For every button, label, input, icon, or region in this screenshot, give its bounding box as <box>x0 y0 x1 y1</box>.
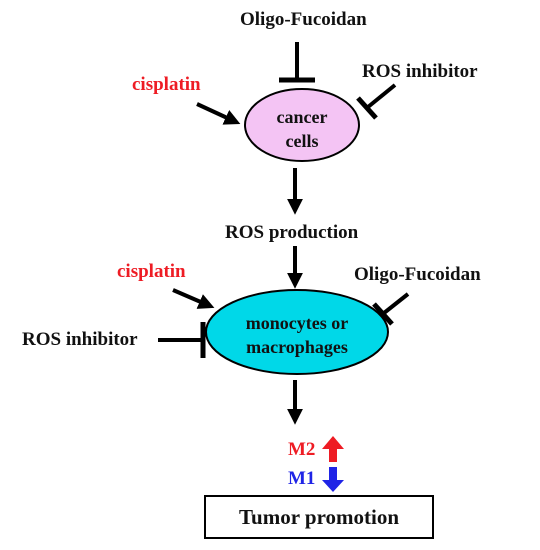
ros-inhibitor-top-inhibition <box>356 83 397 120</box>
ros-inhibitor-mid-label: ROS inhibitor <box>22 329 138 350</box>
ros-production-label: ROS production <box>225 222 359 243</box>
cisplatin-mid-label: cisplatin <box>117 261 186 282</box>
ros-inhibitor-top-label: ROS inhibitor <box>362 61 478 82</box>
cisplatin-mid-arrow <box>172 288 215 309</box>
monocytes-line1: monocytes or <box>245 313 349 333</box>
oligo-fucoidan-mid-label: Oligo-Fucoidan <box>354 264 481 285</box>
oligo-mid-inhibition <box>372 292 410 326</box>
m2-label: M2 <box>288 439 316 460</box>
cancer-cells-node <box>244 88 360 162</box>
ros-inhibitor-mid-inhibition <box>158 322 206 358</box>
monocytes-node <box>205 289 389 375</box>
cancer-cells-line1: cancer <box>276 107 328 127</box>
m1-down-arrow-icon <box>322 467 344 492</box>
tumor-promotion-label: Tumor promotion <box>238 504 400 529</box>
monocytes-line2: macrophages <box>246 337 348 357</box>
m2-up-arrow-icon <box>322 436 344 462</box>
tumor-promotion-box: Tumor promotion <box>204 495 434 539</box>
oligo-fucoidan-top-label: Oligo-Fucoidan <box>240 9 367 30</box>
oligo-top-inhibition <box>279 42 315 83</box>
cancer-cells-line2: cells <box>285 131 319 151</box>
cancer-cells-text: cancer cells <box>245 105 359 153</box>
cisplatin-top-arrow <box>196 102 241 125</box>
cisplatin-top-label: cisplatin <box>132 74 201 95</box>
monocytes-text: monocytes or macrophages <box>206 311 388 359</box>
m1-label: M1 <box>288 468 316 489</box>
